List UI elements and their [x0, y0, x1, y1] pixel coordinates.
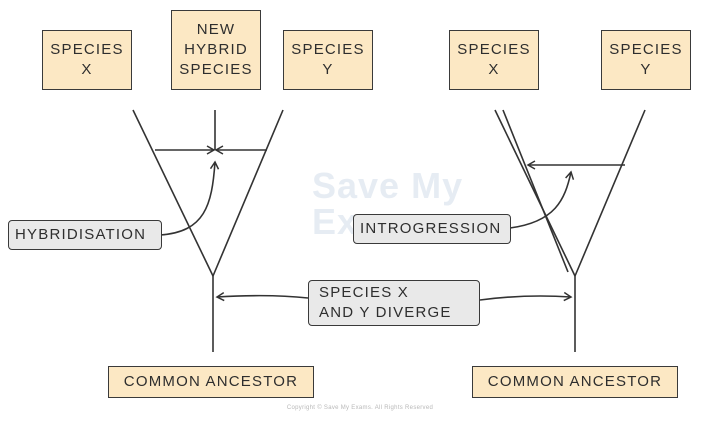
hybridisation-label: HYBRIDISATION: [8, 220, 162, 250]
hybridisation-pointer: [159, 160, 220, 236]
species-x-box-right: SPECIES X: [449, 30, 539, 90]
common-ancestor-box-right: COMMON ANCESTOR: [472, 366, 678, 398]
species-x-box-left: SPECIES X: [42, 30, 132, 90]
right-branch-species-y: [574, 109, 646, 277]
species-y-box-left: SPECIES Y: [283, 30, 373, 90]
introgression-label: INTROGRESSION: [353, 214, 511, 244]
common-ancestor-box-left: COMMON ANCESTOR: [108, 366, 314, 398]
introgression-tree: [494, 109, 646, 352]
copyright-notice: Copyright © Save My Exams. All Rights Re…: [286, 405, 434, 411]
divergence-arrow: [215, 291, 573, 302]
right-branch-species-x-inner: [502, 109, 569, 273]
hybridisation-tree: [132, 109, 284, 352]
divergence-label: SPECIES X AND Y DIVERGE: [308, 280, 480, 326]
introgression-pointer: [509, 170, 575, 229]
right-branch-species-x-outer: [494, 109, 576, 277]
left-branch-species-y: [212, 109, 284, 277]
left-branch-species-x: [132, 109, 214, 277]
new-hybrid-species-box: NEW HYBRID SPECIES: [171, 10, 261, 90]
species-y-box-right: SPECIES Y: [601, 30, 691, 90]
